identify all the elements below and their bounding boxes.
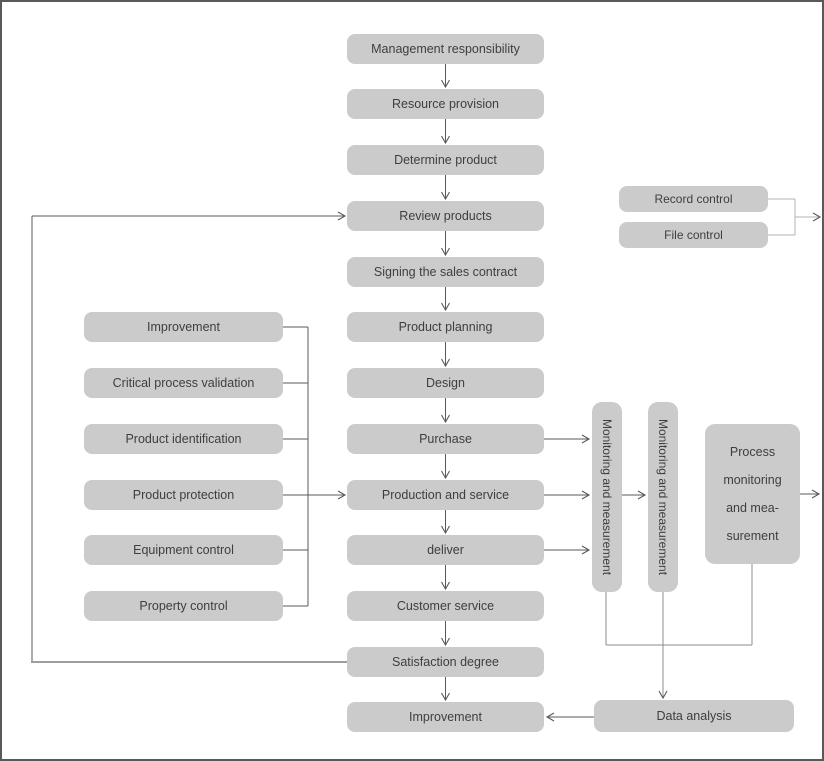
node-process-monitoring-measurement: Process monitoring and mea-surement	[705, 424, 800, 564]
node-production-and-service: Production and service	[347, 480, 544, 510]
node-determine-product: Determine product	[347, 145, 544, 175]
node-data-analysis: Data analysis	[594, 700, 794, 732]
node-monitoring-measurement-2: Monitoring and measurement	[648, 402, 678, 592]
node-deliver: deliver	[347, 535, 544, 565]
node-improvement-bottom: Improvement	[347, 702, 544, 732]
node-management-responsibility: Management responsibility	[347, 34, 544, 64]
node-product-planning: Product planning	[347, 312, 544, 342]
node-property-control: Property control	[84, 591, 283, 621]
monitoring-label-1: Monitoring and measurement	[600, 418, 614, 576]
node-signing-sales-contract: Signing the sales contract	[347, 257, 544, 287]
node-record-control: Record control	[619, 186, 768, 212]
node-improvement-left: Improvement	[84, 312, 283, 342]
node-product-identification: Product identification	[84, 424, 283, 454]
monitoring-label-2: Monitoring and measurement	[656, 418, 670, 576]
process-monitoring-label: Process monitoring and mea-surement	[723, 445, 782, 543]
node-customer-service: Customer service	[347, 591, 544, 621]
node-monitoring-measurement-1: Monitoring and measurement	[592, 402, 622, 592]
node-product-protection: Product protection	[84, 480, 283, 510]
node-equipment-control: Equipment control	[84, 535, 283, 565]
node-review-products: Review products	[347, 201, 544, 231]
node-satisfaction-degree: Satisfaction degree	[347, 647, 544, 677]
node-critical-process-validation: Critical process validation	[84, 368, 283, 398]
node-design: Design	[347, 368, 544, 398]
node-purchase: Purchase	[347, 424, 544, 454]
node-file-control: File control	[619, 222, 768, 248]
node-resource-provision: Resource provision	[347, 89, 544, 119]
